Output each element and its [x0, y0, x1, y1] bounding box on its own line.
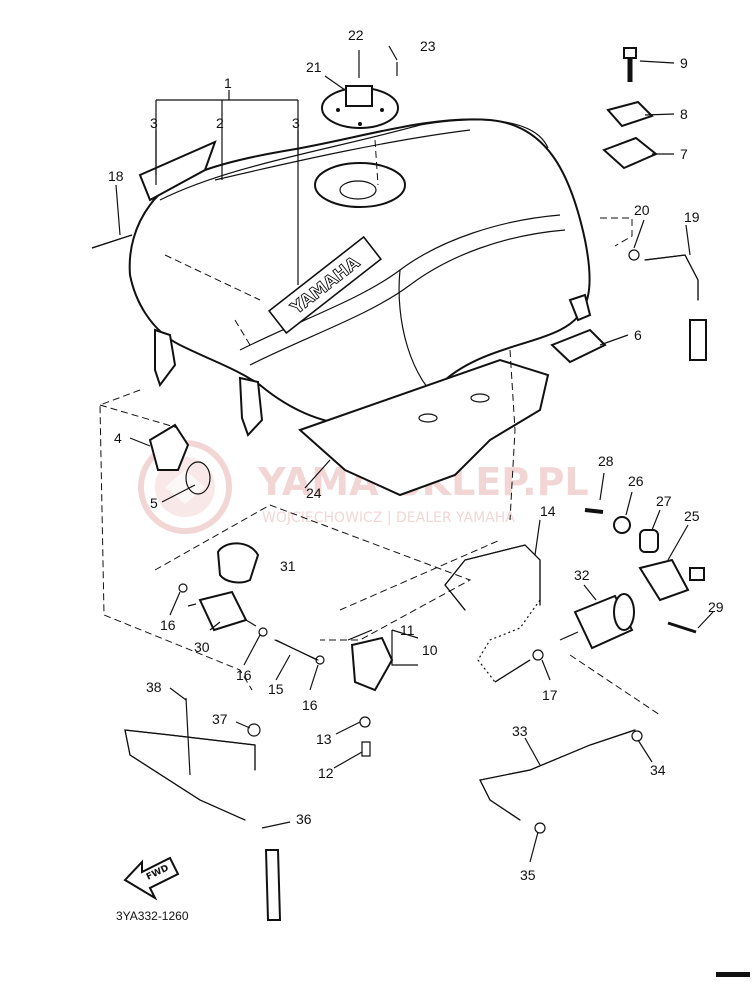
callout-21: 21 [306, 59, 322, 75]
callout-37: 37 [212, 711, 228, 727]
callout-5: 5 [150, 495, 158, 511]
callout-35: 35 [520, 867, 536, 883]
corner-mark [716, 972, 750, 977]
rear-mount-parts [550, 47, 658, 364]
callout-25: 25 [684, 508, 700, 524]
callout-11: 11 [400, 622, 415, 638]
breather-hose [644, 254, 699, 301]
leader-lines [115, 45, 714, 863]
callout-31: 31 [280, 558, 296, 574]
fuel-cock [347, 629, 394, 757]
callout-16: 16 [302, 697, 318, 713]
callout-14: 14 [540, 503, 556, 519]
callout-17: 17 [542, 687, 558, 703]
callout-27: 27 [656, 493, 672, 509]
watermark-tagline: WOJCIECHOWICZ | DEALER YAMAHA [262, 510, 515, 526]
callout-22: 22 [348, 27, 364, 43]
callout-12: 12 [318, 765, 334, 781]
callout-32: 32 [574, 567, 590, 583]
callout-2: 2 [216, 115, 224, 131]
callout-16: 16 [236, 667, 252, 683]
callout-6: 6 [634, 327, 642, 343]
callout-10: 10 [422, 642, 438, 658]
fuel-tank: YAMAHA [128, 118, 592, 437]
callout-4: 4 [114, 430, 122, 446]
callout-38: 38 [146, 679, 162, 695]
fuel-pump [559, 508, 705, 650]
callout-3: 3 [292, 115, 300, 131]
callout-19: 19 [684, 209, 700, 225]
callout-3: 3 [150, 115, 158, 131]
group-outline-left [99, 389, 253, 691]
callout-8: 8 [680, 106, 688, 122]
callout-24: 24 [306, 485, 322, 501]
callout-13: 13 [316, 731, 332, 747]
callout-33: 33 [512, 723, 528, 739]
callout-36: 36 [296, 811, 312, 827]
callout-18: 18 [108, 168, 124, 184]
callout-23: 23 [420, 38, 436, 54]
callout-16: 16 [160, 617, 176, 633]
callout-20: 20 [634, 202, 650, 218]
callout-numbers: 1 2 3 3 4 5 6 7 8 9 10 11 12 13 14 15 16… [108, 27, 724, 883]
fuel-sender [148, 423, 211, 495]
heat-shield [298, 358, 550, 497]
fuel-filter [187, 590, 257, 632]
callout-26: 26 [628, 473, 644, 489]
diagram-code: 3YA332-1260 [116, 909, 189, 923]
callout-9: 9 [680, 55, 688, 71]
callout-7: 7 [680, 146, 688, 162]
front-direction-arrow: FWD [123, 856, 180, 901]
callout-1: 1 [224, 75, 232, 91]
callout-28: 28 [598, 453, 614, 469]
strainer-cup [216, 542, 260, 584]
overflow-hoses [124, 697, 282, 921]
callout-34: 34 [650, 762, 666, 778]
callout-29: 29 [708, 599, 724, 615]
callout-15: 15 [268, 681, 284, 697]
callout-30: 30 [194, 639, 210, 655]
fuel-cap-assembly [321, 50, 399, 129]
